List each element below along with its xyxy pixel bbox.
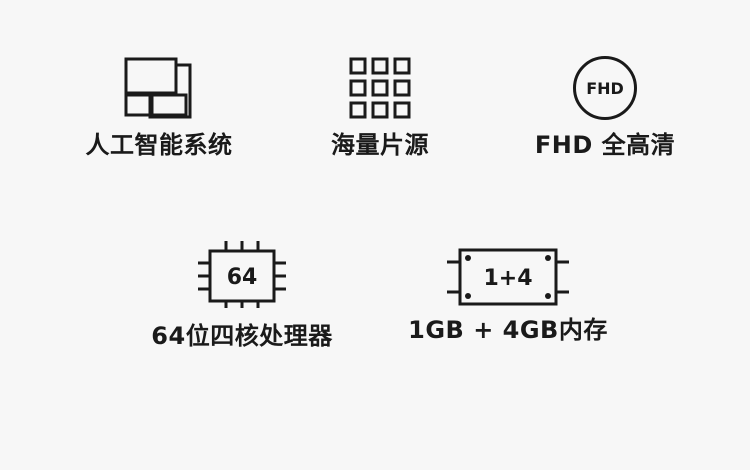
feature-fhd: FHD FHD 全高清 <box>475 56 735 160</box>
feature-cpu: 64 64位四核处理器 <box>112 240 372 351</box>
chip-text: 64 <box>227 265 258 290</box>
module-text: 1+4 <box>483 266 532 291</box>
fhd-badge-text: FHD <box>586 79 624 98</box>
feature-ai-system: 人工智能系统 <box>29 57 289 160</box>
feature-label: 海量片源 <box>331 131 429 159</box>
grid-icon <box>349 57 411 119</box>
fhd-badge-icon: FHD <box>573 56 637 120</box>
feature-memory: 1+4 1GB + 4GB内存 <box>378 240 638 345</box>
feature-mass-content: 海量片源 <box>250 57 510 160</box>
feature-label: 1GB + 4GB内存 <box>408 316 608 344</box>
multi-window-icon <box>124 57 192 119</box>
feature-label: 人工智能系统 <box>85 131 233 159</box>
chip-icon: 64 <box>198 241 286 308</box>
feature-label: 64位四核处理器 <box>151 322 333 350</box>
feature-label: FHD 全高清 <box>534 131 676 159</box>
memory-module-icon: 1+4 <box>447 248 569 306</box>
